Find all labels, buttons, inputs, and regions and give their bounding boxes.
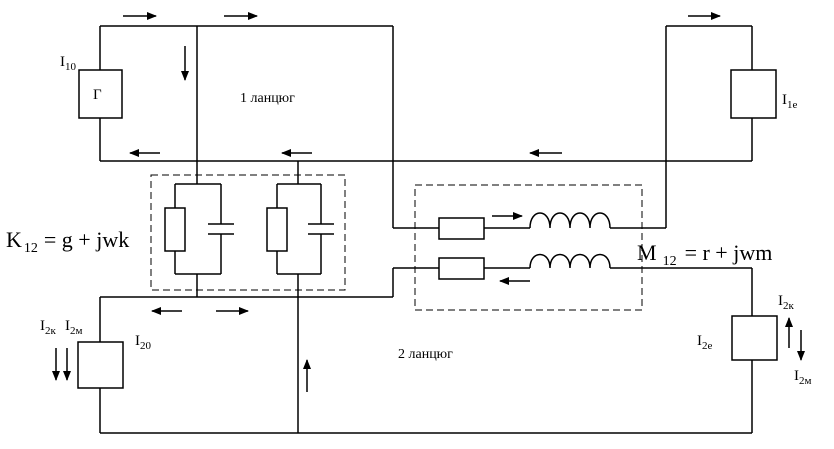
label-i20: I20 xyxy=(135,333,152,352)
label-i10: I10 xyxy=(60,54,77,73)
label-i2k-right: I2к xyxy=(778,293,795,312)
label-i1e: I1e xyxy=(782,92,798,111)
load-20-box xyxy=(77,341,124,389)
load-1e-box xyxy=(730,69,777,119)
branch-left xyxy=(164,183,234,275)
load-2e-box xyxy=(731,315,778,361)
circuit-2-wires xyxy=(99,268,753,434)
label-i2k-left: I2к xyxy=(40,318,57,337)
series-branch-1 xyxy=(393,212,666,240)
label-i2e: I2e xyxy=(697,333,713,352)
label-i2m-left: I2м xyxy=(65,318,83,337)
current-arrows xyxy=(52,12,805,392)
label-circuit-2: 2 ланцюг xyxy=(398,347,453,362)
branch-right xyxy=(266,183,334,275)
inductive-coupling-box xyxy=(414,184,643,311)
label-circuit-1: 1 ланцюг xyxy=(240,91,295,106)
label-i2m-right: I2м xyxy=(794,368,812,387)
circuit-1-wires xyxy=(99,25,753,228)
series-branch-2 xyxy=(393,253,752,280)
generator-label: Г xyxy=(93,87,102,103)
generator-box xyxy=(78,69,123,119)
